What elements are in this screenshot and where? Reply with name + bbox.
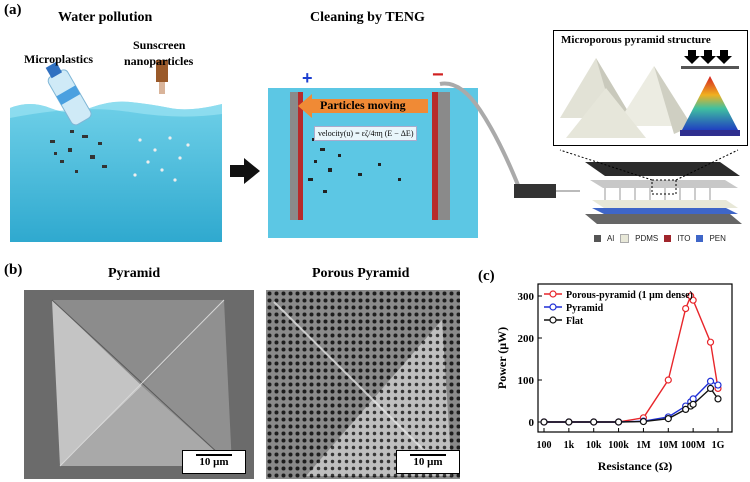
- sunscreen-label-1: Sunscreen: [133, 38, 186, 52]
- pyramid-structure-illustration: [560, 50, 740, 138]
- legend-ito-swatch: [664, 235, 672, 242]
- x-tick-label: 100: [537, 440, 552, 451]
- y-axis-label: Power (μW): [495, 327, 509, 389]
- x-tick-label: 10k: [586, 440, 602, 451]
- scale-bar-left-text: 10 μm: [199, 456, 229, 468]
- data-point: [664, 376, 672, 384]
- water-pollution-title: Water pollution: [58, 10, 153, 25]
- data-point: [540, 418, 548, 426]
- sunscreen-label-2: nanoparticles: [124, 54, 194, 68]
- particles-moving-label: Particles moving: [320, 98, 406, 112]
- porous-pyramid-title: Porous Pyramid: [312, 266, 410, 281]
- panel-a-label: (a): [4, 2, 22, 18]
- minus-sign: −: [432, 64, 444, 86]
- cleaning-teng-title: Cleaning by TENG: [310, 10, 425, 25]
- data-point: [590, 418, 598, 426]
- pyramid-sem-image: [24, 290, 254, 479]
- scale-bar-right-text: 10 μm: [413, 456, 443, 468]
- material-legend: Al PDMS ITO PEN: [594, 234, 726, 243]
- scale-bar-right-line: [410, 454, 446, 456]
- legend-pen-label: PEN: [709, 234, 726, 243]
- legend-pdms-label: PDMS: [635, 234, 659, 243]
- water-pollution-illustration: [10, 60, 222, 242]
- legend-pdms-swatch: [620, 234, 630, 243]
- x-tick-label: 1M: [636, 440, 651, 451]
- data-point: [714, 395, 722, 403]
- data-point: [565, 418, 573, 426]
- legend-marker: [549, 303, 557, 311]
- data-point: [682, 405, 690, 413]
- legend-label: Porous-pyramid (1 μm dense): [566, 290, 693, 301]
- data-point: [689, 296, 697, 304]
- legend-marker: [549, 316, 557, 324]
- data-point: [689, 400, 697, 408]
- data-point: [706, 384, 715, 393]
- pyramid-title: Pyramid: [108, 266, 161, 281]
- legend-ito-label: ITO: [677, 234, 691, 243]
- data-point: [706, 338, 715, 346]
- legend-label: Flat: [566, 316, 584, 327]
- scale-bar-left: 10 μm: [182, 450, 246, 474]
- data-point: [639, 417, 648, 426]
- x-axis-label: Resistance (Ω): [598, 459, 673, 473]
- legend-pen-swatch: [696, 235, 704, 242]
- data-point: [714, 381, 722, 389]
- microplastics-label: Microplastics: [24, 52, 94, 66]
- arrow-right-icon: [230, 158, 260, 184]
- scale-bar-left-line: [196, 454, 232, 456]
- scale-bar-right: 10 μm: [396, 450, 460, 474]
- x-tick-label: 10M: [659, 440, 679, 451]
- x-tick-label: 1G: [712, 440, 725, 451]
- velocity-equation: velocity(u) = εζ/4πη (E − ΔE): [314, 126, 418, 141]
- x-tick-label: 100M: [681, 440, 706, 451]
- inset-title: Microporous pyramid structure: [561, 34, 711, 46]
- panel-c-label: (c): [478, 268, 495, 284]
- teng-device-illustration: [439, 81, 742, 224]
- data-point: [706, 377, 715, 385]
- y-tick-label: 100: [518, 375, 535, 387]
- y-tick-label: 300: [518, 291, 535, 303]
- plus-sign: +: [302, 68, 313, 88]
- legend-al-label: Al: [607, 234, 615, 243]
- panel-b-label: (b): [4, 262, 23, 278]
- y-tick-label: 200: [518, 333, 535, 345]
- y-tick-label: 0: [529, 417, 535, 429]
- legend-al-swatch: [594, 235, 601, 242]
- legend-marker: [549, 290, 557, 298]
- porous-pyramid-sem-image: [266, 290, 460, 479]
- data-point: [664, 415, 672, 423]
- legend-label: Pyramid: [566, 303, 604, 314]
- data-point: [614, 418, 623, 426]
- x-tick-label: 100k: [608, 440, 629, 451]
- particles-moving-arrow-icon: [298, 94, 428, 118]
- plot-frame: [537, 283, 733, 433]
- x-tick-label: 1k: [564, 440, 575, 451]
- data-point: [682, 304, 690, 313]
